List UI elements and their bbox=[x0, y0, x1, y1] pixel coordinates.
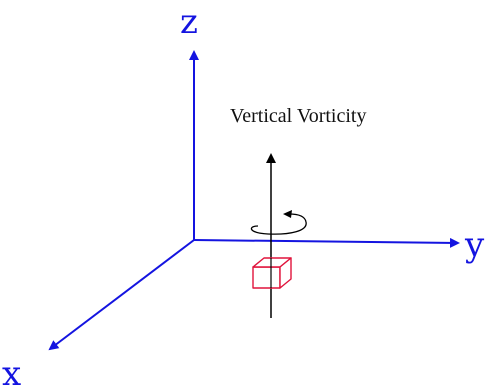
y-axis-label: y bbox=[464, 225, 485, 265]
x-axis-label: x bbox=[2, 354, 21, 389]
vertical-vorticity-caption: Vertical Vorticity bbox=[230, 105, 366, 127]
axes bbox=[48, 50, 460, 351]
x-axis bbox=[48, 239, 195, 351]
y-axis bbox=[193, 237, 460, 248]
rotation-arrow-icon bbox=[250, 210, 307, 235]
z-axis-label: z bbox=[180, 2, 198, 42]
fluid-parcel-cube-icon bbox=[252, 257, 292, 289]
